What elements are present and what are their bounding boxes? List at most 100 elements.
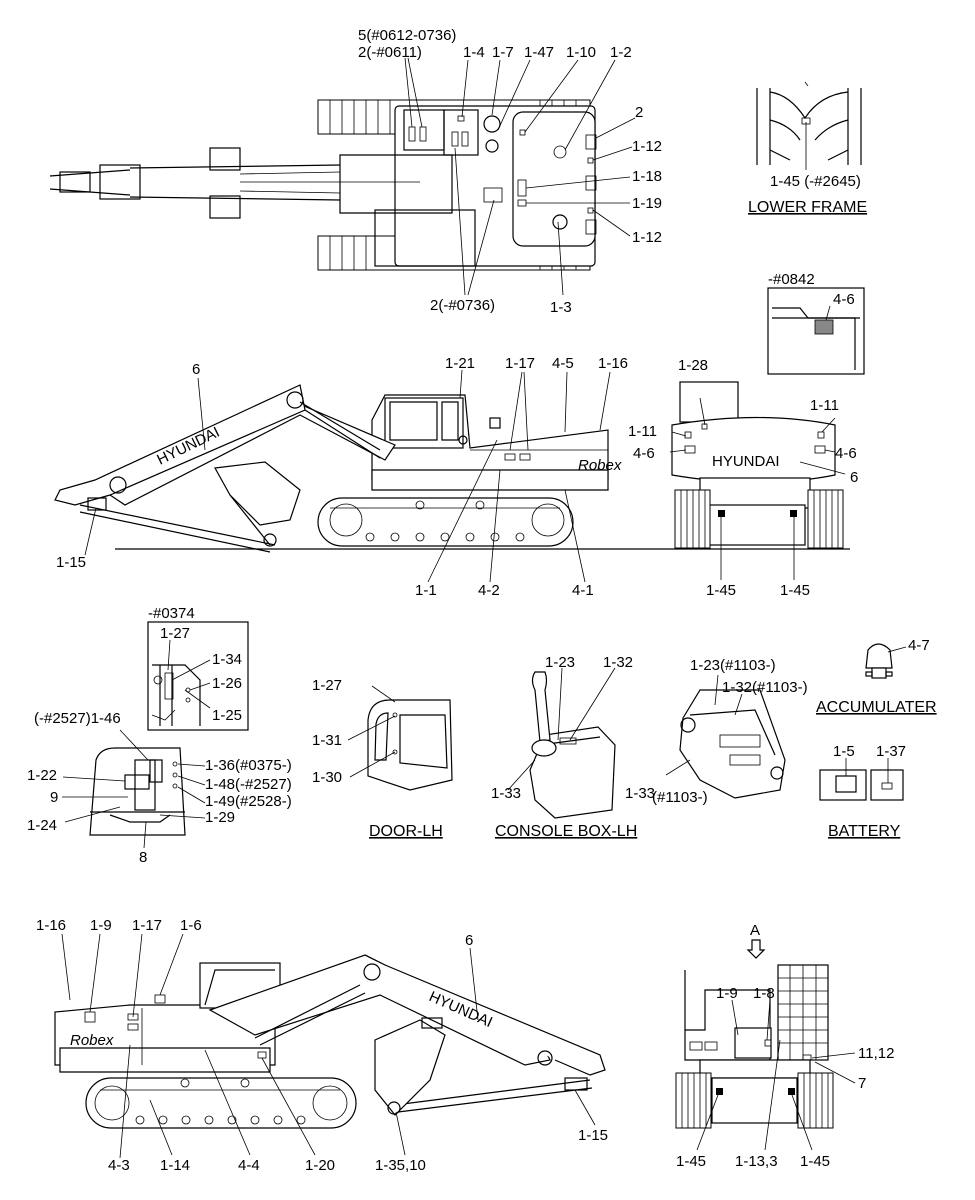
callout-7-front: 7 xyxy=(858,1075,866,1092)
callout-1-23b-console: 1-23(#1103-) xyxy=(690,657,776,674)
callout-1-23-console: 1-23 xyxy=(545,654,575,671)
callout-8-cab: 8 xyxy=(139,849,147,866)
callout-1-21-lh: 1-21 xyxy=(445,355,475,372)
top-view: 5(#0612-0736) 2(-#0611) 1-4 1-7 1-47 1-1… xyxy=(49,27,662,316)
callout-1-25-inset: 1-25 xyxy=(212,707,242,724)
inset-0842: -#0842 4-6 xyxy=(767,271,865,375)
callout-1-9-front: 1-9 xyxy=(716,985,738,1002)
callout-1-37-battery: 1-37 xyxy=(876,743,906,760)
callout-1-1-lh: 1-1 xyxy=(415,582,437,599)
callout-1-12a-top: 1-12 xyxy=(632,138,662,155)
callout-4-4-rh: 4-4 xyxy=(238,1157,260,1174)
callout-1-32-console: 1-32 xyxy=(603,654,633,671)
callout-1-20-rh: 1-20 xyxy=(305,1157,335,1174)
side-view-rh: Robex HYUNDAI 1-16 1-9 1-17 xyxy=(36,917,608,1174)
callout-1-16-lh: 1-16 xyxy=(598,355,628,372)
callout-6-rh: 6 xyxy=(465,932,473,949)
lower-frame-view: 1-45 (-#2645) LOWER FRAME xyxy=(748,81,867,216)
callout-2a-top: 2(-#0611) xyxy=(358,44,422,61)
caption-door-lh: DOOR-LH xyxy=(369,823,443,840)
callout-1-45b-rear: 1-45 xyxy=(780,582,810,599)
svg-text:Robex: Robex xyxy=(578,457,622,474)
callout-1-9-rh: 1-9 xyxy=(90,917,112,934)
caption-console-box-lh: CONSOLE BOX-LH xyxy=(495,823,637,840)
callout-1-3-top: 1-3 xyxy=(550,299,572,316)
callout-4-3-rh: 4-3 xyxy=(108,1157,130,1174)
inset-0842-range: -#0842 xyxy=(768,271,815,288)
callout-4-2-lh: 4-2 xyxy=(478,582,500,599)
callout-4-1-lh: 4-1 xyxy=(572,582,594,599)
inset-0374-range: -#0374 xyxy=(148,605,195,622)
callout-1-33b-note-console: (#1103-) xyxy=(652,789,708,806)
callout-1-15-rh: 1-15 xyxy=(578,1127,608,1144)
callout-1-12b-top: 1-12 xyxy=(632,229,662,246)
callout-1-16-rh: 1-16 xyxy=(36,917,66,934)
inset-0374: -#0374 1-27 1-34 1-26 1-25 xyxy=(147,605,249,731)
callout-1-6-rh: 1-6 xyxy=(180,917,202,934)
caption-battery: BATTERY xyxy=(828,823,901,840)
callout-1-46-cab: (-#2527)1-46 xyxy=(34,710,121,727)
callout-1-29-cab: 1-29 xyxy=(205,809,235,826)
callout-1-33-console: 1-33 xyxy=(491,785,521,802)
svg-text:Robex: Robex xyxy=(70,1032,114,1049)
callout-1-45a-front: 1-45 xyxy=(676,1153,706,1170)
callout-1-48-cab: 1-48(-#2527) xyxy=(205,776,292,793)
callout-1-4-top: 1-4 xyxy=(463,44,485,61)
console-box-lh-view: 1-23 1-32 1-33 1-23(#1103-) 1-32(#1103-)… xyxy=(491,654,808,840)
callout-1-14-rh: 1-14 xyxy=(160,1157,190,1174)
callout-2b-top: 2(-#0736) xyxy=(430,297,495,314)
callout-1-27-inset: 1-27 xyxy=(160,625,190,642)
callout-1-15-lh: 1-15 xyxy=(56,554,86,571)
callout-1-11a-rear: 1-11 xyxy=(628,423,657,440)
callout-1-22-cab: 1-22 xyxy=(27,767,57,784)
callout-1-36-cab: 1-36(#0375-) xyxy=(205,757,292,774)
door-lh-view: 1-27 1-31 1-30 DOOR-LH xyxy=(312,677,453,840)
accumulater-view: 4-7 ACCUMULATER xyxy=(816,637,937,716)
callout-1-17-lh: 1-17 xyxy=(505,355,535,372)
callout-4-5-lh: 4-5 xyxy=(552,355,574,372)
view-arrow-label: A xyxy=(750,922,760,939)
callout-1-5-battery: 1-5 xyxy=(833,743,855,760)
callout-1-47-top: 1-47 xyxy=(524,44,554,61)
callout-9-cab: 9 xyxy=(50,789,58,806)
callout-1-32b-console: 1-32(#1103-) xyxy=(722,679,808,696)
callout-6-rear: 6 xyxy=(850,469,858,486)
front-view-a: A xyxy=(675,922,894,1170)
callout-4-6b-rear: 4-6 xyxy=(835,445,857,462)
callout-1-19-top: 1-19 xyxy=(632,195,662,212)
callout-1-45b-front: 1-45 xyxy=(800,1153,830,1170)
callout-1-8-front: 1-8 xyxy=(753,985,775,1002)
callout-1-30-door: 1-30 xyxy=(312,769,342,786)
callout-6-lh: 6 xyxy=(192,361,200,378)
callout-1-28-rear: 1-28 xyxy=(678,357,708,374)
callout-1-33b-console: 1-33 xyxy=(625,785,655,802)
callout-1-13-front: 1-13,3 xyxy=(735,1153,778,1170)
callout-1-45-lower-frame: 1-45 (-#2645) xyxy=(770,173,861,190)
callout-1-34-inset: 1-34 xyxy=(212,651,242,668)
rear-view: HYUNDAI 1-28 1-11 1-11 4-6 4-6 6 1-45 1-… xyxy=(628,357,858,599)
callout-1-27-door: 1-27 xyxy=(312,677,342,694)
callout-1-17-rh: 1-17 xyxy=(132,917,162,934)
callout-1-10-top: 1-10 xyxy=(566,44,596,61)
callout-1-24-cab: 1-24 xyxy=(27,817,57,834)
callout-1-7-top: 1-7 xyxy=(492,44,514,61)
cab-inner-view: (-#2527)1-46 1-36(#0375-) 1-22 1-48(-#25… xyxy=(27,710,292,866)
callout-1-45a-rear: 1-45 xyxy=(706,582,736,599)
callout-11-12-front: 11,12 xyxy=(858,1045,894,1062)
callout-5-top: 5(#0612-0736) xyxy=(358,27,456,44)
callout-4-6-inset: 4-6 xyxy=(833,291,855,308)
callout-1-49-cab: 1-49(#2528-) xyxy=(205,793,292,810)
callout-1-2-top: 1-2 xyxy=(610,44,632,61)
callout-2-top: 2 xyxy=(635,104,643,121)
callout-1-35-rh: 1-35,10 xyxy=(375,1157,426,1174)
callout-1-26-inset: 1-26 xyxy=(212,675,242,692)
callout-1-18-top: 1-18 xyxy=(632,168,662,185)
callout-1-31-door: 1-31 xyxy=(312,732,342,749)
callout-1-11b-rear: 1-11 xyxy=(810,397,839,414)
caption-lower-frame: LOWER FRAME xyxy=(748,199,867,216)
battery-view: 1-5 1-37 BATTERY xyxy=(819,743,906,840)
boom-text-rear: HYUNDAI xyxy=(712,453,780,470)
callout-4-6a-rear: 4-6 xyxy=(633,445,655,462)
caption-accumulater: ACCUMULATER xyxy=(816,699,937,716)
